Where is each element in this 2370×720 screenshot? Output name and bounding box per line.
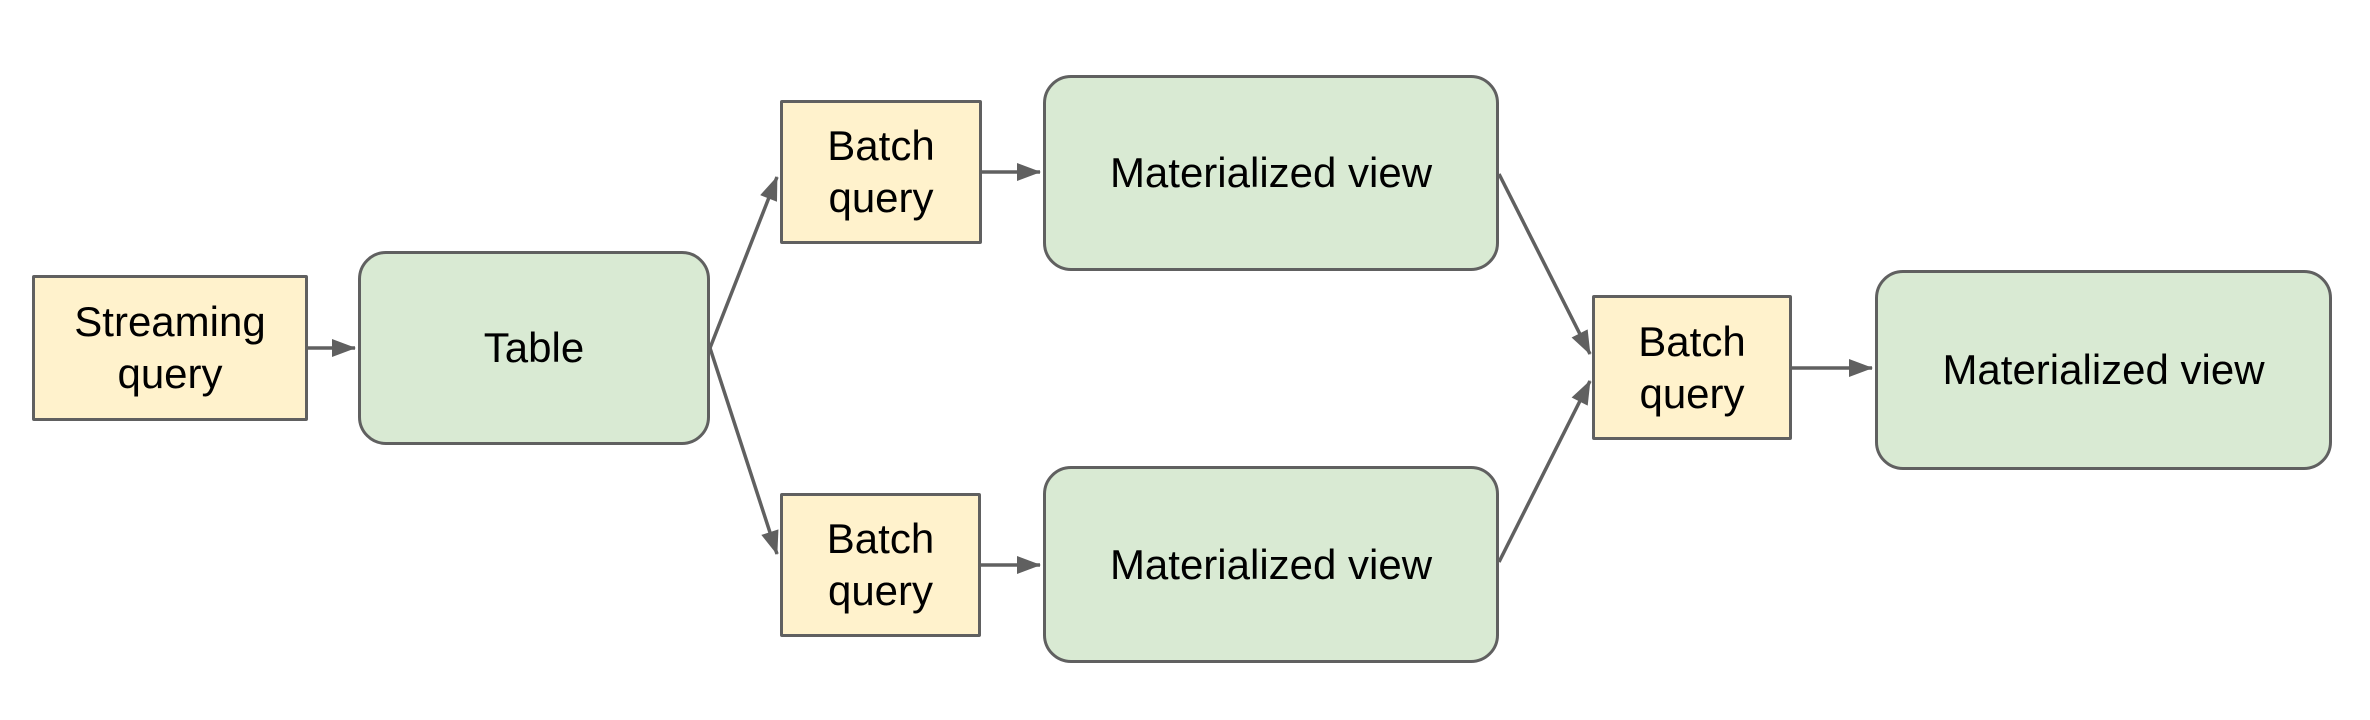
node-table: Table [358,251,710,445]
node-batch-query-right-label: Batch query [1638,317,1746,417]
node-materialized-view-top: Materialized view [1043,75,1499,271]
node-table-label: Table [483,324,585,371]
node-materialized-view-bottom: Materialized view [1043,466,1499,663]
edge-table-to-batch-query-bottom [708,347,779,555]
node-materialized-view-right: Materialized view [1875,270,2332,470]
node-batch-query-top: Batch query [780,100,982,244]
node-batch-query-right: Batch query [1592,295,1792,440]
edge-table-to-batch-query-top [708,176,779,349]
node-streaming-query-label: Streaming query [74,298,266,397]
node-materialized-view-right-label: Materialized view [1942,346,2265,393]
node-materialized-view-top-label: Materialized view [1109,149,1433,196]
edge-materialized-view-bottom-to-batch-query-right [1497,380,1592,563]
node-batch-query-bottom-label: Batch query [826,515,935,614]
edge-materialized-view-top-to-batch-query-right [1497,173,1592,355]
node-streaming-query: Streaming query [32,275,308,421]
node-batch-query-top-label: Batch query [827,122,935,221]
node-batch-query-bottom: Batch query [780,493,981,637]
node-materialized-view-bottom-label: Materialized view [1109,540,1433,588]
